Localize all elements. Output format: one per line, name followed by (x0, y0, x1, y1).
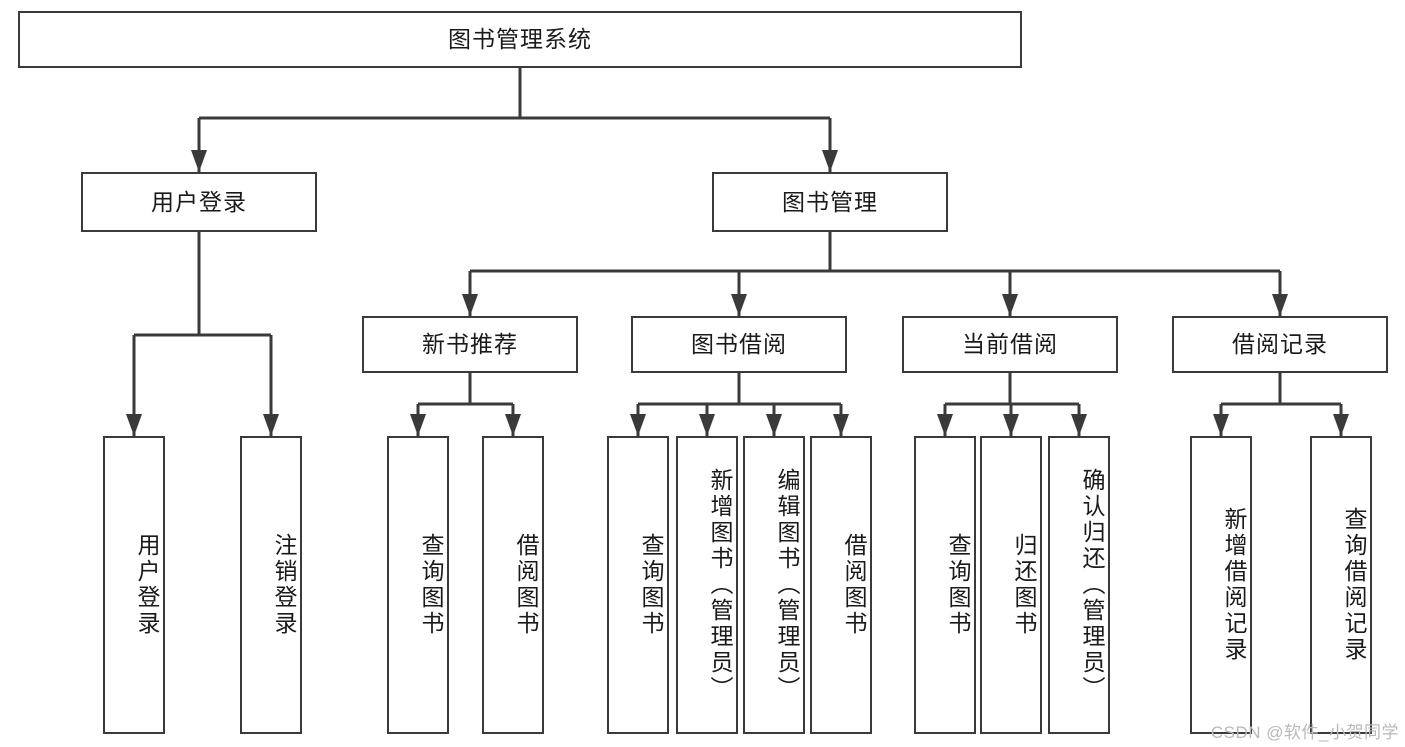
node-label: 借阅图书 (513, 533, 539, 637)
node-label: 借阅图书 (841, 533, 867, 637)
node-leaf9[interactable]: 查询图书 (914, 436, 976, 734)
node-leaf7[interactable]: 编辑图书（管理员） (743, 436, 805, 734)
node-leaf10[interactable]: 归还图书 (980, 436, 1042, 734)
node-label: 编辑图书（管理员） (774, 468, 800, 702)
node-label: 确认归还（管理员） (1079, 468, 1105, 702)
node-label: 图书管理 (782, 188, 878, 215)
arrowhead-icon (1071, 414, 1087, 436)
arrowhead-icon (410, 414, 426, 436)
node-label: 新书推荐 (422, 331, 518, 358)
arrowhead-icon (699, 414, 715, 436)
node-leaf13[interactable]: 查询借阅记录 (1310, 436, 1372, 734)
node-label: 新增借阅记录 (1221, 507, 1247, 663)
arrowhead-icon (505, 414, 521, 436)
arrowhead-icon (1003, 414, 1019, 436)
arrowhead-icon (937, 414, 953, 436)
arrowhead-icon (1002, 294, 1018, 316)
node-leaf3[interactable]: 查询图书 (387, 436, 449, 734)
node-label: 注销登录 (271, 533, 297, 637)
node-label: 图书管理系统 (448, 26, 592, 53)
node-label: 当前借阅 (962, 331, 1058, 358)
node-label: 图书借阅 (691, 331, 787, 358)
arrowhead-icon (263, 414, 279, 436)
node-newbooks[interactable]: 新书推荐 (362, 316, 578, 373)
node-leaf11[interactable]: 确认归还（管理员） (1048, 436, 1110, 734)
node-leaf5[interactable]: 查询图书 (607, 436, 669, 734)
arrowhead-icon (1333, 414, 1349, 436)
arrowhead-icon (833, 414, 849, 436)
arrowhead-icon (766, 414, 782, 436)
node-leaf8[interactable]: 借阅图书 (810, 436, 872, 734)
arrowhead-icon (1272, 294, 1288, 316)
arrowhead-icon (191, 150, 207, 172)
node-label: 查询借阅记录 (1341, 507, 1367, 663)
arrowhead-icon (630, 414, 646, 436)
node-leaf6[interactable]: 新增图书（管理员） (676, 436, 738, 734)
node-label: 查询图书 (638, 533, 664, 637)
node-label: 新增图书（管理员） (707, 468, 733, 702)
arrowhead-icon (822, 150, 838, 172)
node-label: 借阅记录 (1232, 331, 1328, 358)
node-label: 查询图书 (945, 533, 971, 637)
node-leaf2[interactable]: 注销登录 (240, 436, 302, 734)
node-label: 查询图书 (418, 533, 444, 637)
arrowhead-icon (1213, 414, 1229, 436)
node-login[interactable]: 用户登录 (81, 172, 317, 232)
node-leaf1[interactable]: 用户登录 (103, 436, 165, 734)
node-label: 用户登录 (151, 188, 247, 215)
arrowhead-icon (462, 294, 478, 316)
node-label: 归还图书 (1011, 533, 1037, 637)
node-label: 用户登录 (134, 533, 160, 637)
node-bookmgmt[interactable]: 图书管理 (712, 172, 948, 232)
node-leaf12[interactable]: 新增借阅记录 (1190, 436, 1252, 734)
node-root[interactable]: 图书管理系统 (18, 11, 1022, 68)
arrowhead-icon (731, 294, 747, 316)
node-leaf4[interactable]: 借阅图书 (482, 436, 544, 734)
watermark-label: CSDN @软件_小贺同学 (1210, 723, 1399, 742)
node-current[interactable]: 当前借阅 (902, 316, 1118, 373)
node-borrow[interactable]: 图书借阅 (631, 316, 847, 373)
arrowhead-icon (126, 414, 142, 436)
node-records[interactable]: 借阅记录 (1172, 316, 1388, 373)
